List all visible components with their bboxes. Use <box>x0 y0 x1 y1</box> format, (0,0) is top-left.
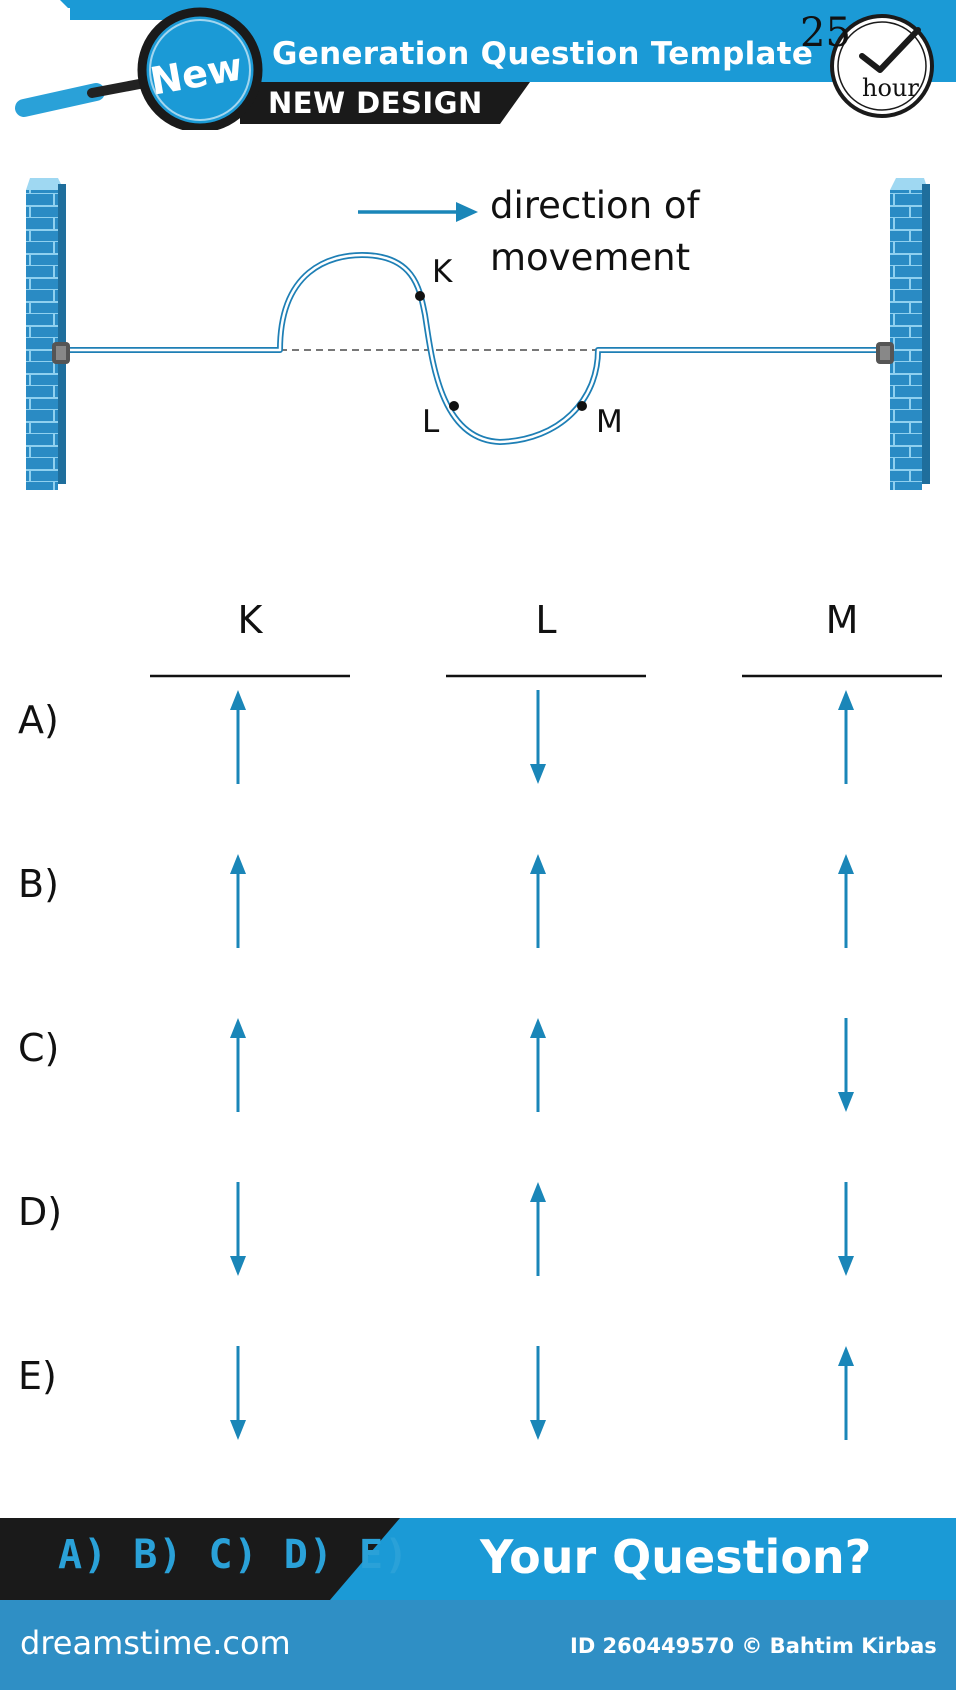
option-label-b[interactable]: B) <box>18 862 59 906</box>
arrow-up-icon <box>530 1182 546 1276</box>
arrow-up-icon <box>530 1018 546 1112</box>
footer-bar <box>0 1518 956 1600</box>
arrow-down-icon <box>838 1018 854 1112</box>
arrow-up-icon <box>838 690 854 784</box>
answer-options: K L M A) B) C) D) E) <box>0 590 956 1470</box>
option-label-d[interactable]: D) <box>18 1190 63 1234</box>
clock-unit: hour <box>862 74 919 102</box>
site-name: dreamstime.com <box>20 1624 291 1662</box>
arrow-down-icon <box>838 1182 854 1276</box>
point-k-label: K <box>432 254 453 290</box>
header-subtitle: NEW DESIGN <box>268 86 483 120</box>
footer-choices: A) B) C) D) E) <box>58 1532 410 1578</box>
options-arrows <box>150 674 942 1440</box>
rope-wave <box>70 252 876 445</box>
arrow-up-icon <box>838 1346 854 1440</box>
arrow-down-icon <box>530 1346 546 1440</box>
arrow-up-icon <box>838 854 854 948</box>
direction-arrow <box>358 202 478 222</box>
arrow-down-icon <box>530 690 546 784</box>
legend-line-2: movement <box>490 236 691 279</box>
left-clamp <box>52 342 70 364</box>
point-k-dot <box>415 291 425 301</box>
left-wall <box>26 178 66 490</box>
arrow-down-icon <box>230 1346 246 1440</box>
option-label-c[interactable]: C) <box>18 1026 60 1070</box>
right-wall <box>890 178 930 490</box>
option-label-e[interactable]: E) <box>18 1354 57 1398</box>
column-header-k: K <box>237 598 263 642</box>
image-credit: ID 260449570 © Bahtim Kirbas <box>570 1634 937 1658</box>
credit-bar <box>0 1600 956 1690</box>
arrow-up-icon <box>230 854 246 948</box>
header-title: Generation Question Template <box>272 36 814 72</box>
column-header-m: M <box>825 598 859 642</box>
column-header-l: L <box>535 598 557 642</box>
right-clamp <box>876 342 894 364</box>
arrow-up-icon <box>530 854 546 948</box>
arrow-down-icon <box>230 1182 246 1276</box>
header-banner <box>15 0 956 130</box>
point-m-label: M <box>596 404 623 440</box>
point-l-label: L <box>422 404 440 440</box>
clock-number: 25 <box>800 10 851 56</box>
wave-diagram <box>26 178 930 490</box>
magnifier-icon <box>15 7 263 130</box>
legend-line-1: direction of <box>490 184 700 227</box>
point-l-dot <box>449 401 459 411</box>
clock-icon <box>830 14 934 118</box>
option-label-a[interactable]: A) <box>18 698 59 742</box>
point-m-dot <box>577 401 587 411</box>
footer-question: Your Question? <box>480 1530 872 1584</box>
arrow-up-icon <box>230 1018 246 1112</box>
arrow-up-icon <box>230 690 246 784</box>
